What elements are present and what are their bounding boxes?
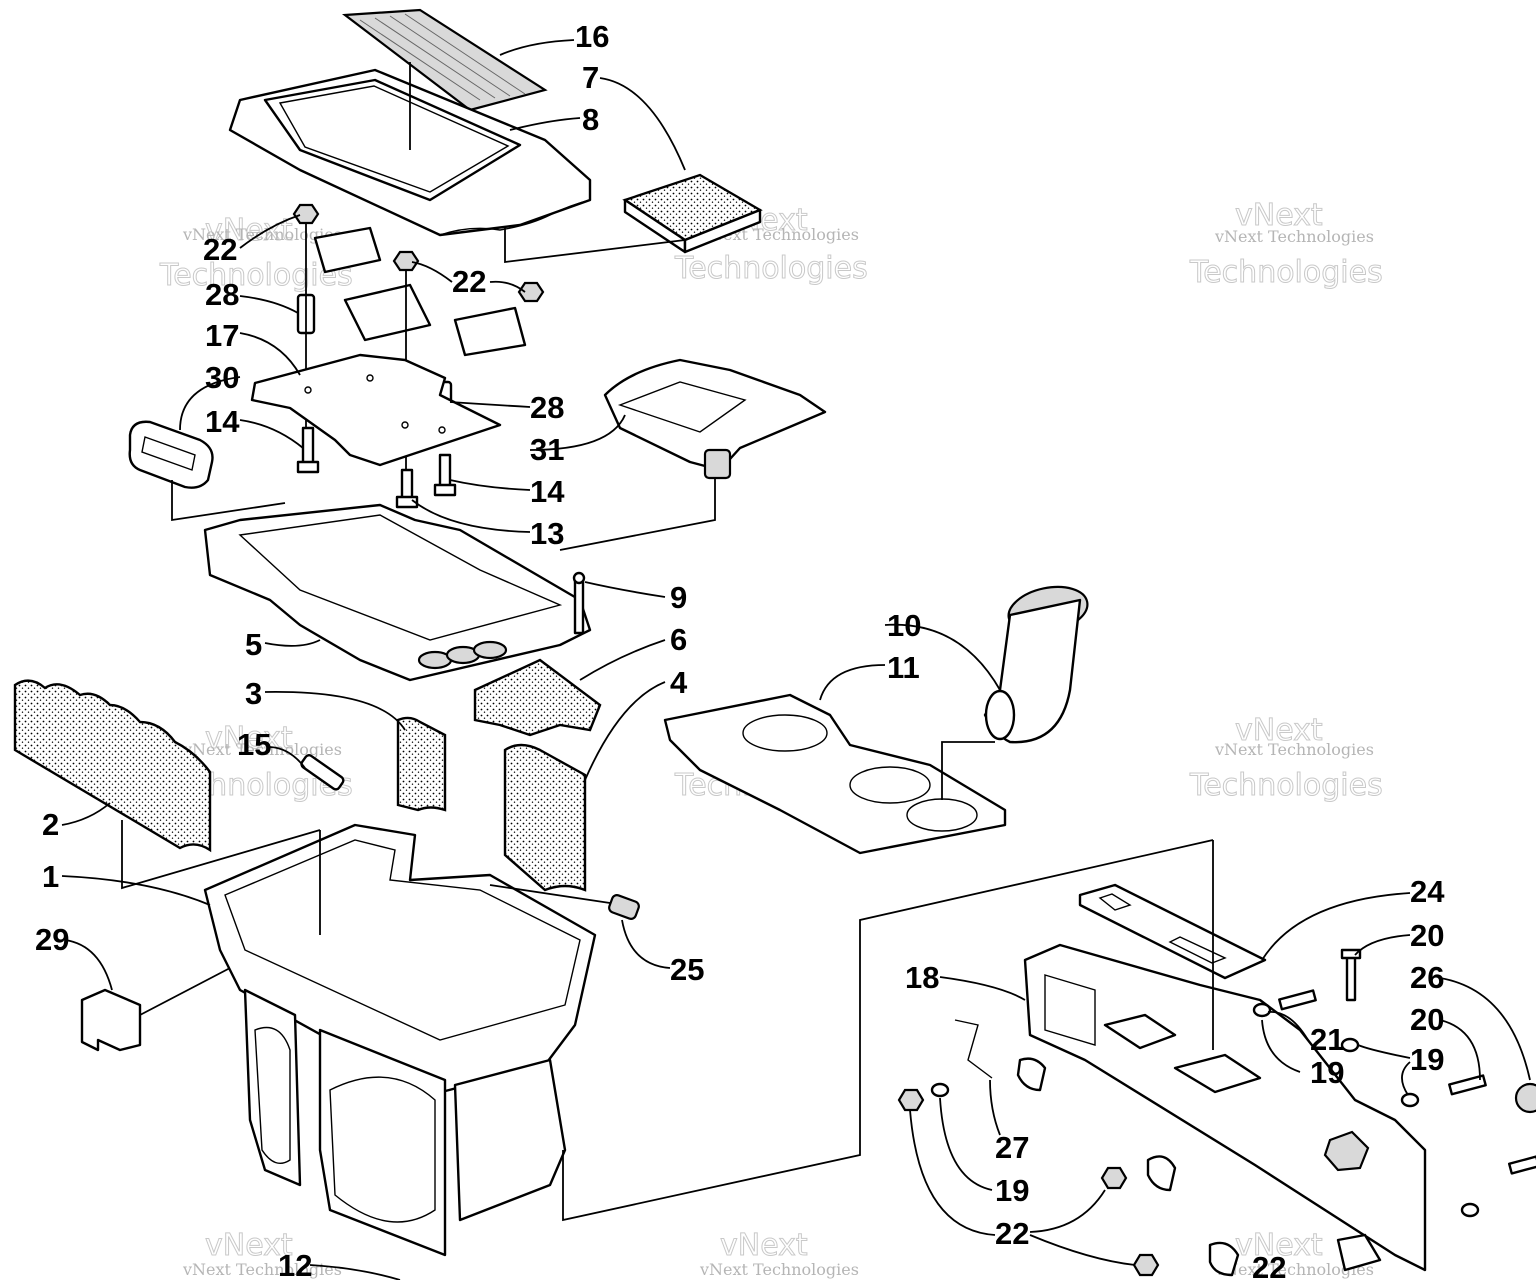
callout-11: 11 bbox=[887, 650, 920, 685]
part-10-boot bbox=[983, 585, 1089, 744]
part-6-foam bbox=[473, 658, 602, 737]
callout-14: 14 bbox=[530, 474, 565, 509]
part-15-sensor bbox=[300, 754, 345, 791]
callout-18: 18 bbox=[905, 960, 939, 995]
part-1-airbox bbox=[203, 823, 597, 1257]
callout-21: 21 bbox=[1310, 1022, 1344, 1057]
callout-4: 4 bbox=[670, 665, 688, 700]
part-4-foam bbox=[503, 743, 587, 892]
watermark-big: vNext bbox=[205, 721, 293, 756]
watermark-text: vNext Technologies bbox=[699, 1260, 859, 1279]
part-29-clip bbox=[80, 988, 142, 1052]
callout-27: 27 bbox=[995, 1130, 1029, 1165]
callout-26: 26 bbox=[1410, 960, 1444, 995]
watermark-big: Technologies bbox=[1189, 255, 1383, 290]
watermark-big: vNext bbox=[1235, 1228, 1323, 1263]
leader-line bbox=[941, 741, 995, 800]
watermark-text: vNext Technologies bbox=[182, 1260, 342, 1279]
part-2-filter-foam bbox=[13, 679, 212, 853]
watermark-text: vNext Technologies bbox=[182, 740, 342, 759]
part-31-tray bbox=[603, 358, 827, 480]
leader-dash bbox=[559, 478, 716, 551]
callout-3: 3 bbox=[245, 676, 262, 711]
callout-24: 24 bbox=[1410, 874, 1445, 909]
part-17-plate bbox=[250, 353, 502, 467]
callout-22: 22 bbox=[452, 264, 486, 299]
callout-13: 13 bbox=[530, 516, 564, 551]
callout-14: 14 bbox=[205, 404, 240, 439]
callout-22: 22 bbox=[203, 232, 237, 267]
callout-22: 22 bbox=[1252, 1250, 1286, 1280]
callout-10: 10 bbox=[887, 608, 921, 643]
watermark-big: Technologies bbox=[1189, 768, 1383, 803]
callout-2: 2 bbox=[42, 807, 59, 842]
callout-20: 20 bbox=[1410, 918, 1444, 953]
callout-9: 9 bbox=[670, 580, 687, 615]
callout-17: 17 bbox=[205, 318, 239, 353]
callout-30: 30 bbox=[205, 360, 239, 395]
watermark-big: vNext bbox=[1235, 713, 1323, 748]
part-9-screw bbox=[572, 571, 586, 635]
callout-15: 15 bbox=[237, 727, 271, 762]
callout-16: 16 bbox=[575, 19, 609, 54]
part-8-cover bbox=[228, 62, 592, 237]
watermark-big: Technologies bbox=[159, 258, 353, 293]
watermark-text: vNext Technologies bbox=[1214, 1260, 1374, 1279]
watermark-text: vNext Technologies bbox=[182, 225, 342, 244]
callout-8: 8 bbox=[582, 102, 599, 137]
callout-28: 28 bbox=[205, 277, 239, 312]
part-3-foam bbox=[396, 716, 447, 812]
leader-dash bbox=[504, 228, 686, 264]
callout-19: 19 bbox=[995, 1173, 1029, 1208]
leader-dash bbox=[562, 839, 1214, 1222]
callout-28: 28 bbox=[530, 390, 564, 425]
part-25-fitting bbox=[608, 894, 640, 920]
part-16-decal bbox=[341, 8, 548, 112]
leader-dash bbox=[171, 480, 286, 522]
part-24-gasket bbox=[1078, 883, 1267, 980]
callout-6: 6 bbox=[670, 622, 687, 657]
part-7-filter bbox=[622, 173, 763, 254]
part-18-duct bbox=[1023, 943, 1427, 1272]
hardware-cluster bbox=[292, 203, 545, 509]
watermark-big: Technologies bbox=[674, 251, 868, 286]
callout-20: 20 bbox=[1410, 1002, 1444, 1037]
part-30-grommet bbox=[128, 420, 214, 489]
watermark-text: vNext Technologies bbox=[1214, 227, 1374, 246]
part-11-gasket bbox=[663, 693, 1007, 855]
watermark-big: vNext bbox=[720, 1228, 808, 1263]
callout-22: 22 bbox=[995, 1216, 1029, 1251]
callout-1: 1 bbox=[42, 859, 59, 894]
callout-12: 12 bbox=[278, 1248, 312, 1280]
watermark-text: vNext Technologies bbox=[1214, 740, 1374, 759]
callout-19: 19 bbox=[1410, 1042, 1444, 1077]
watermark-big: vNext bbox=[1235, 198, 1323, 233]
callout-29: 29 bbox=[35, 922, 69, 957]
right-hardware bbox=[897, 948, 1536, 1277]
part-5-airbox-lid bbox=[203, 503, 592, 682]
callout-labels: 16 7 8 22 22 28 17 30 28 14 31 14 13 9 1… bbox=[35, 19, 1445, 1280]
callout-5: 5 bbox=[245, 627, 262, 662]
callout-19: 19 bbox=[1310, 1055, 1344, 1090]
callout-25: 25 bbox=[670, 952, 704, 987]
watermark-big: vNext bbox=[205, 1228, 293, 1263]
leader-lines bbox=[61, 39, 1531, 1280]
callout-7: 7 bbox=[582, 60, 599, 95]
callout-31: 31 bbox=[530, 432, 564, 467]
leader-dash bbox=[121, 820, 321, 890]
